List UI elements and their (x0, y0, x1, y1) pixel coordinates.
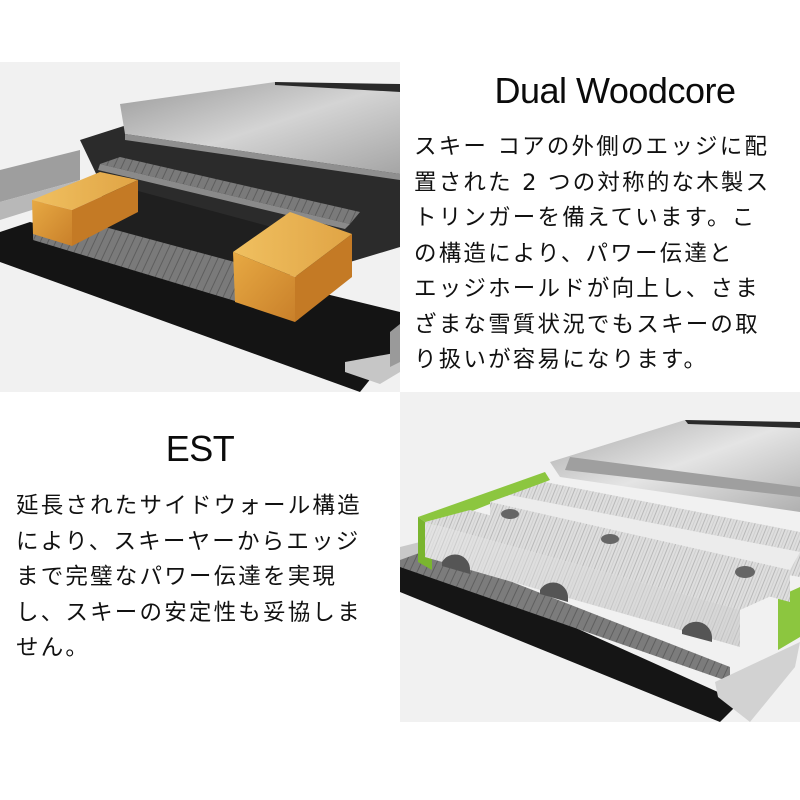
est-sidewall-illustration (400, 392, 800, 722)
woodcore-cross-section-graphic (0, 82, 400, 392)
woodcore-title: Dual Woodcore (494, 70, 736, 111)
woodcore-description-block: Dual Woodcore スキー コアの外側のエッジに配 置された 2 つの対… (400, 62, 800, 392)
dual-woodcore-illustration (0, 62, 400, 392)
woodcore-body-text: スキー コアの外側のエッジに配 置された 2 つの対称的な木製ス トリンガーを備… (414, 134, 771, 373)
est-cross-section-graphic (400, 420, 800, 722)
est-body-text: 延長されたサイドウォール構造 により、スキーヤーからエッジ まで完璧なパワー伝達… (16, 493, 362, 661)
est-description-block: EST 延長されたサイドウォール構造 により、スキーヤーからエッジ まで完璧なパ… (0, 392, 400, 722)
est-title: EST (165, 428, 235, 469)
